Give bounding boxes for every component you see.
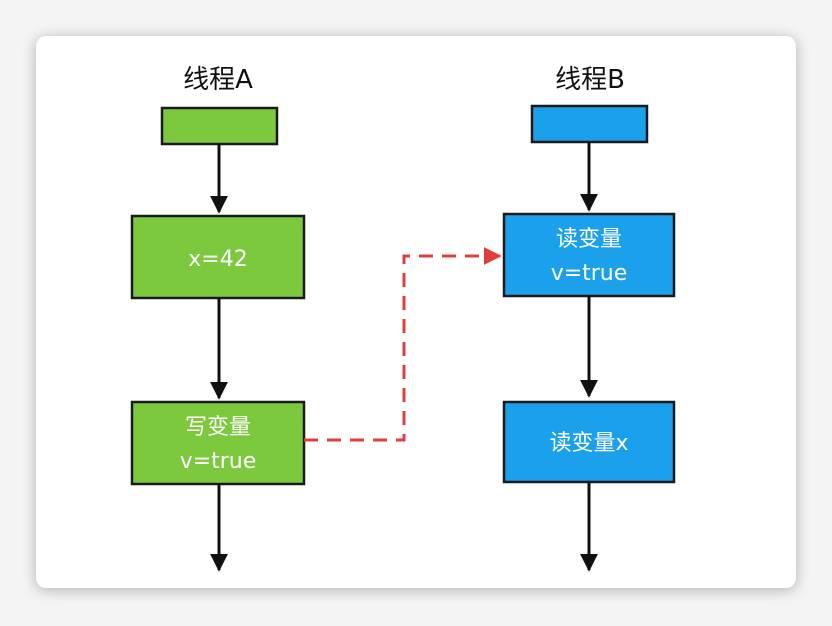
thread-b-title: 线程B bbox=[555, 65, 625, 95]
thread-a-box-assign-x bbox=[130, 214, 306, 300]
thread-b-box-read-v-line1: 读变量 bbox=[556, 227, 622, 252]
happens-before-dashed-arrow bbox=[304, 247, 502, 442]
thread-a-start-block bbox=[160, 106, 279, 146]
thread-b-box-read-x-label: 读变量x bbox=[549, 431, 628, 456]
thread-b-box-read-v-line2: v=true bbox=[551, 261, 628, 286]
thread-b-start-block bbox=[530, 104, 649, 144]
thread-a-title: 线程A bbox=[183, 65, 253, 95]
thread-a-box-write-v-line1: 写变量 bbox=[185, 415, 251, 440]
thread-a-box-assign-x-label: x=42 bbox=[188, 247, 247, 272]
thread-b-box-read-v bbox=[502, 212, 676, 298]
thread-b-box-read-x bbox=[502, 400, 676, 484]
thread-a-box-write-v-line2: v=true bbox=[180, 449, 257, 474]
